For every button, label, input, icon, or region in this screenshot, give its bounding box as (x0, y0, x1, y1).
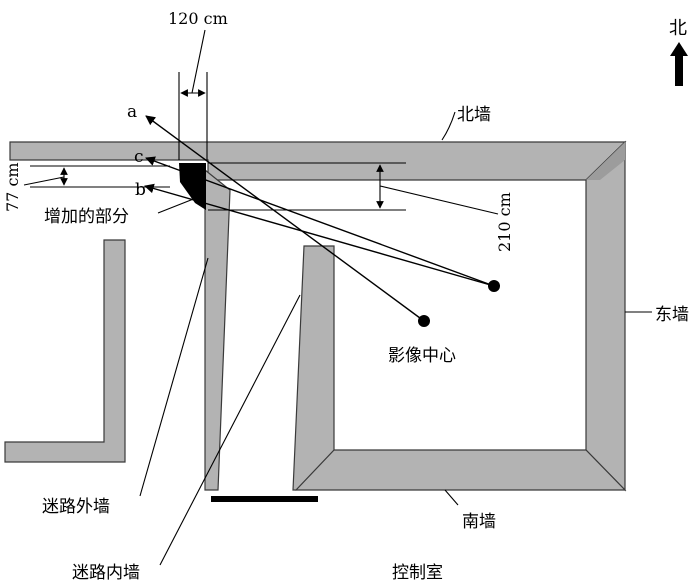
north-wall (9, 141, 627, 181)
north-arrow-label: 北 (669, 18, 687, 39)
ray-c (145, 156, 495, 287)
east-wall-corner-shade (586, 142, 625, 180)
dim-210-label: 210 cm (495, 192, 514, 252)
dim-120-label: 120 cm (168, 9, 228, 28)
leader-lines (139, 111, 652, 566)
east-wall-label: 东墙 (655, 305, 689, 325)
image-center-dot (418, 315, 430, 327)
maze-outer-wall (204, 168, 231, 491)
ray-a-label: a (127, 102, 137, 122)
dim-77-label: 77 cm (3, 162, 22, 212)
ray-b (144, 183, 495, 287)
north-arrow-icon (670, 42, 688, 86)
maze-outer-wall-label: 迷路外墙 (42, 497, 110, 517)
ray-c-label: c (134, 147, 144, 167)
maze-inner-wall (292, 245, 335, 491)
east-wall (585, 140, 626, 492)
north-wall-label: 北墙 (457, 105, 491, 125)
left-l-wall (4, 239, 126, 463)
maze-inner-wall-label: 迷路内墙 (72, 563, 140, 583)
ray-b-label: b (135, 180, 146, 200)
added-part-label: 增加的部分 (44, 207, 129, 227)
north-arrow: 北 (669, 18, 688, 86)
rays: a c b (127, 102, 500, 327)
image-center-label: 影像中心 (388, 346, 456, 366)
walls (4, 140, 627, 502)
south-wall-label: 南墙 (462, 512, 496, 532)
control-room-label: 控制室 (392, 563, 443, 583)
added-part-block (179, 163, 206, 210)
source-dot (488, 280, 500, 292)
ray-a (145, 115, 425, 322)
south-wall (295, 449, 627, 491)
dimension-lines: 120 cm 77 cm 210 cm (3, 9, 514, 252)
floor-bar (211, 496, 318, 502)
